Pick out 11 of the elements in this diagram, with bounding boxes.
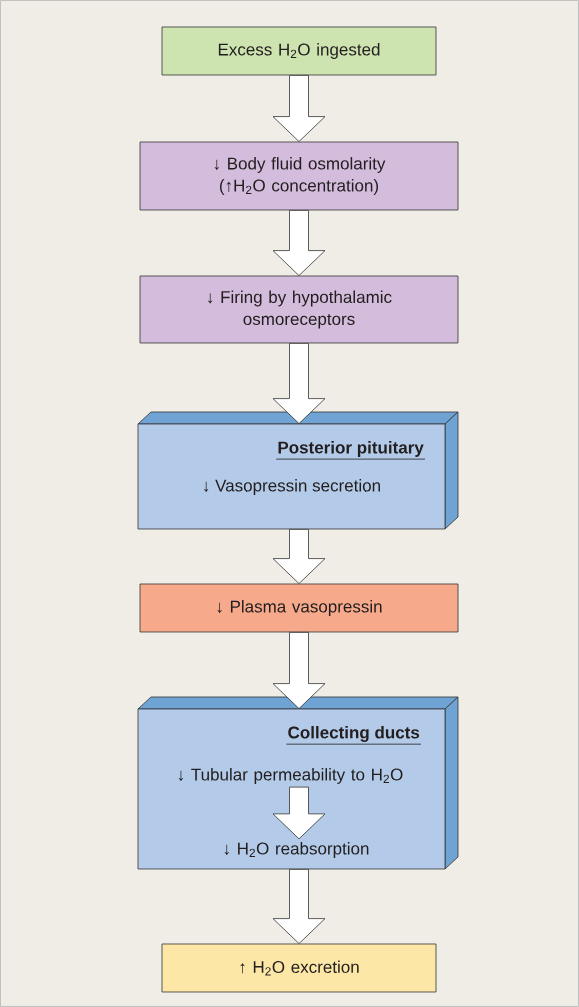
block-arrow: [272, 343, 326, 424]
block-arrow: [272, 210, 326, 276]
block-arrow: [272, 529, 326, 584]
block-arrow: [272, 75, 326, 142]
process-box: ↓ Plasma vasopressin: [139, 583, 459, 633]
block-arrow: [272, 632, 326, 709]
process-box: ↓ Firing by hypothalamic osmoreceptors: [139, 275, 459, 344]
process-box: Excess H$_{2}$O ingested: [161, 26, 437, 76]
block-arrow: [272, 869, 326, 944]
process-box: ↓ Body fluid osmolarity (↑H$_{2}$O concentration): [139, 141, 459, 211]
process-box: ↑ H$_{2}$O excretion: [161, 943, 437, 993]
